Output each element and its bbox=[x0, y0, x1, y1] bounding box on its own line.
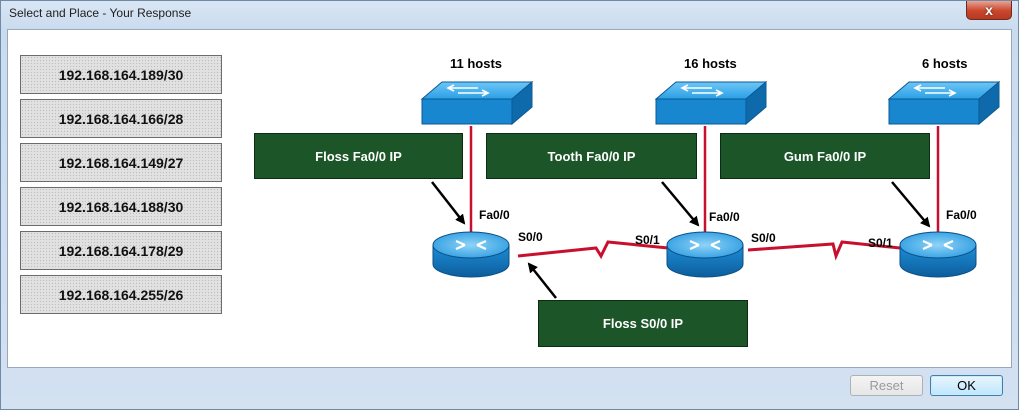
ok-button[interactable]: OK bbox=[930, 375, 1003, 396]
serial-link-left bbox=[517, 240, 669, 260]
host-count-right: 6 hosts bbox=[922, 56, 968, 71]
port-tooth-s1: S0/1 bbox=[635, 233, 660, 247]
ip-option-6[interactable]: 192.168.164.255/26 bbox=[20, 275, 222, 314]
close-button[interactable]: x bbox=[966, 1, 1012, 20]
switch-right-icon bbox=[887, 80, 1001, 126]
router-gum-icon bbox=[899, 231, 977, 278]
close-icon: x bbox=[985, 2, 993, 18]
drop-target-floss-s0[interactable]: Floss S0/0 IP bbox=[538, 300, 748, 347]
network-diagram bbox=[420, 80, 1001, 299]
host-count-middle: 16 hosts bbox=[684, 56, 737, 71]
drop-target-floss-fa[interactable]: Floss Fa0/0 IP bbox=[254, 133, 463, 179]
arrow-gum-fa bbox=[891, 181, 931, 228]
ip-option-1[interactable]: 192.168.164.189/30 bbox=[20, 55, 222, 94]
serial-link-right bbox=[747, 240, 901, 261]
reset-button[interactable]: Reset bbox=[850, 375, 923, 396]
port-gum-s1: S0/1 bbox=[868, 236, 893, 250]
ip-option-4[interactable]: 192.168.164.188/30 bbox=[20, 187, 222, 226]
port-floss-s0: S0/0 bbox=[518, 230, 543, 244]
port-tooth-fa: Fa0/0 bbox=[709, 210, 740, 224]
window-title: Select and Place - Your Response bbox=[9, 6, 192, 20]
router-floss-icon bbox=[432, 231, 510, 278]
content-area: 192.168.164.189/30 192.168.164.166/28 19… bbox=[7, 29, 1012, 368]
port-gum-fa: Fa0/0 bbox=[946, 208, 977, 222]
arrow-tooth-fa bbox=[661, 181, 700, 227]
ip-option-5[interactable]: 192.168.164.178/29 bbox=[20, 231, 222, 270]
switch-left-icon bbox=[420, 80, 534, 126]
drop-target-tooth-fa[interactable]: Tooth Fa0/0 IP bbox=[486, 133, 697, 179]
arrow-floss-fa bbox=[431, 181, 466, 225]
port-tooth-s0: S0/0 bbox=[751, 231, 776, 245]
switch-middle-icon bbox=[654, 80, 768, 126]
host-count-left: 11 hosts bbox=[450, 56, 503, 71]
ip-option-3[interactable]: 192.168.164.149/27 bbox=[20, 143, 222, 182]
port-floss-fa: Fa0/0 bbox=[479, 208, 510, 222]
title-bar: Select and Place - Your Response x bbox=[1, 1, 1018, 27]
router-tooth-icon bbox=[666, 231, 744, 278]
arrow-floss-s0 bbox=[527, 262, 557, 299]
drop-target-gum-fa[interactable]: Gum Fa0/0 IP bbox=[720, 133, 930, 179]
ip-option-2[interactable]: 192.168.164.166/28 bbox=[20, 99, 222, 138]
button-bar: Reset OK bbox=[1, 368, 1018, 410]
